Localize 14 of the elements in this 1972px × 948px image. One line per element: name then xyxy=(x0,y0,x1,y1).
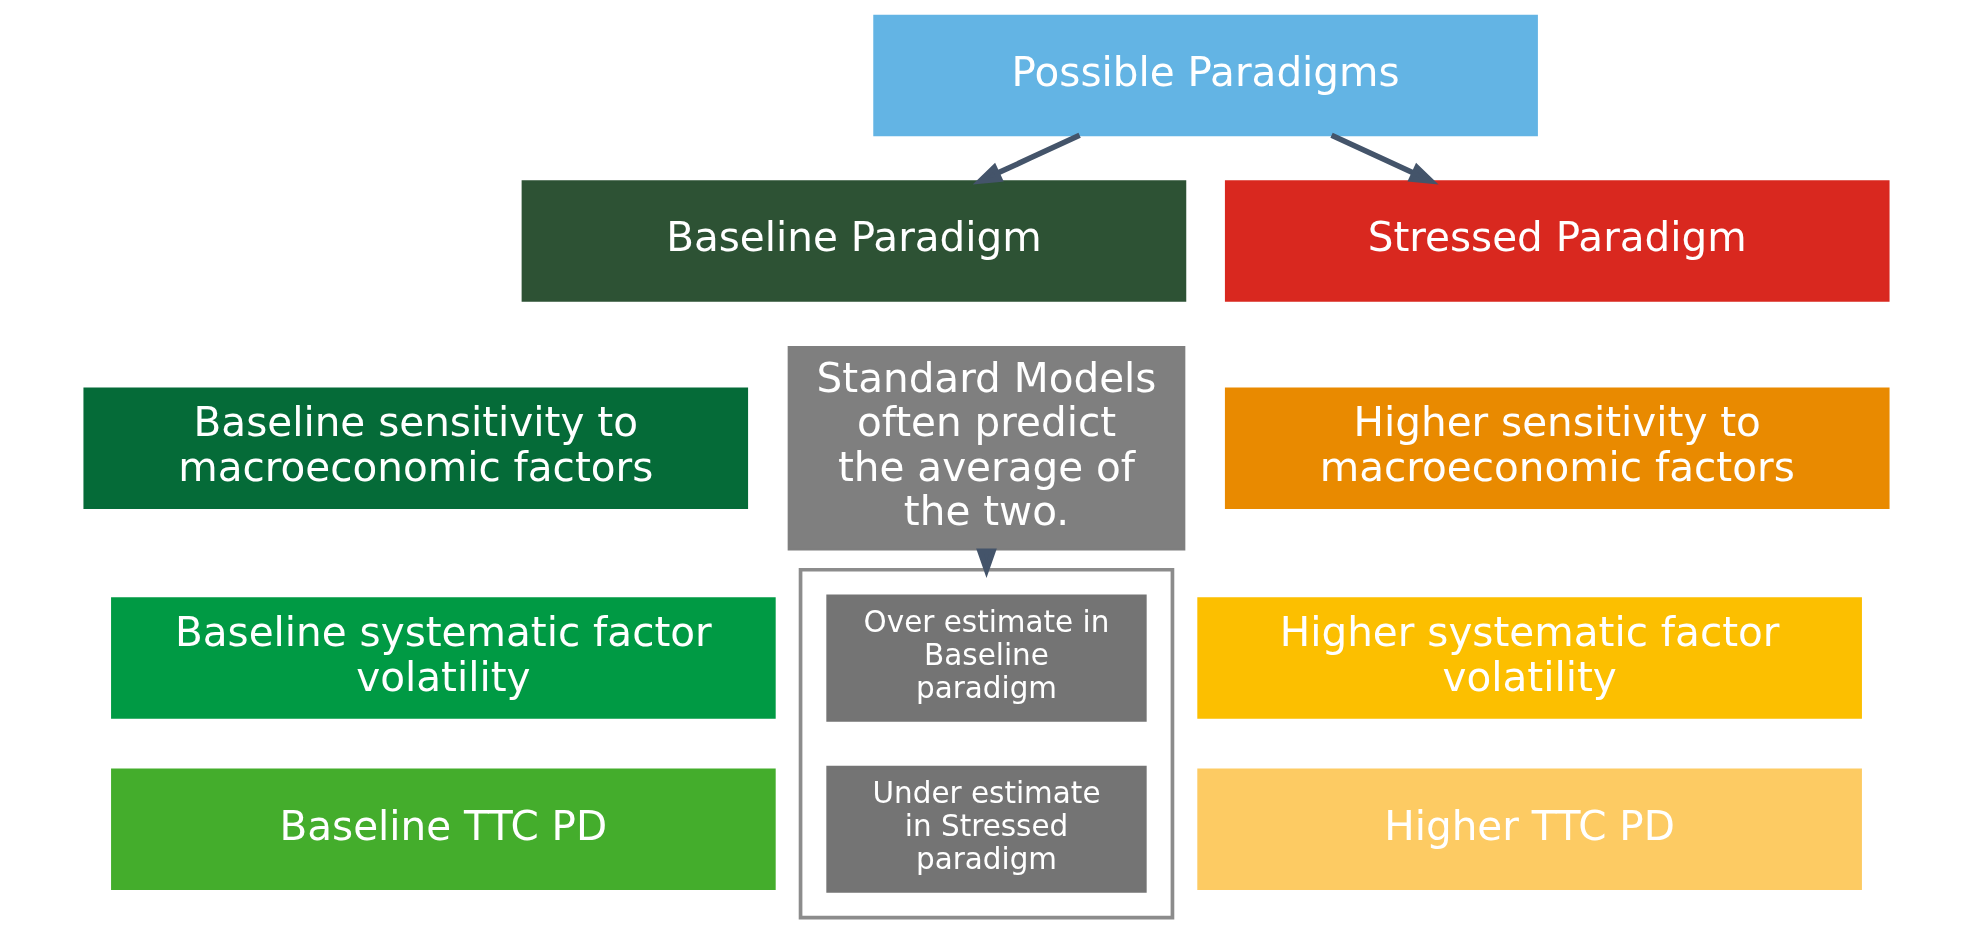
node-box: Higher systematic factor volatility xyxy=(1196,597,1862,719)
arrow xyxy=(972,132,1081,185)
node-box: Over estimate in Baseline paradigm xyxy=(825,594,1147,722)
node-box: Stressed Paradigm xyxy=(1224,180,1890,302)
node-box: Under estimate in Stressed paradigm xyxy=(825,765,1147,893)
node-box: Higher sensitivity to macroeconomic factors xyxy=(1224,387,1890,509)
node-box: Baseline TTC PD xyxy=(110,768,776,891)
node-box: Possible Paradigms xyxy=(872,14,1538,137)
node-box: Higher TTC PD xyxy=(1196,768,1862,891)
arrow xyxy=(1329,132,1439,185)
node-box: Baseline sensitivity to macroeconomic factors xyxy=(82,387,748,509)
node-box: Baseline Paradigm xyxy=(521,180,1186,302)
node-box: Baseline systematic factor volatility xyxy=(110,597,776,719)
cluster xyxy=(798,567,1174,920)
